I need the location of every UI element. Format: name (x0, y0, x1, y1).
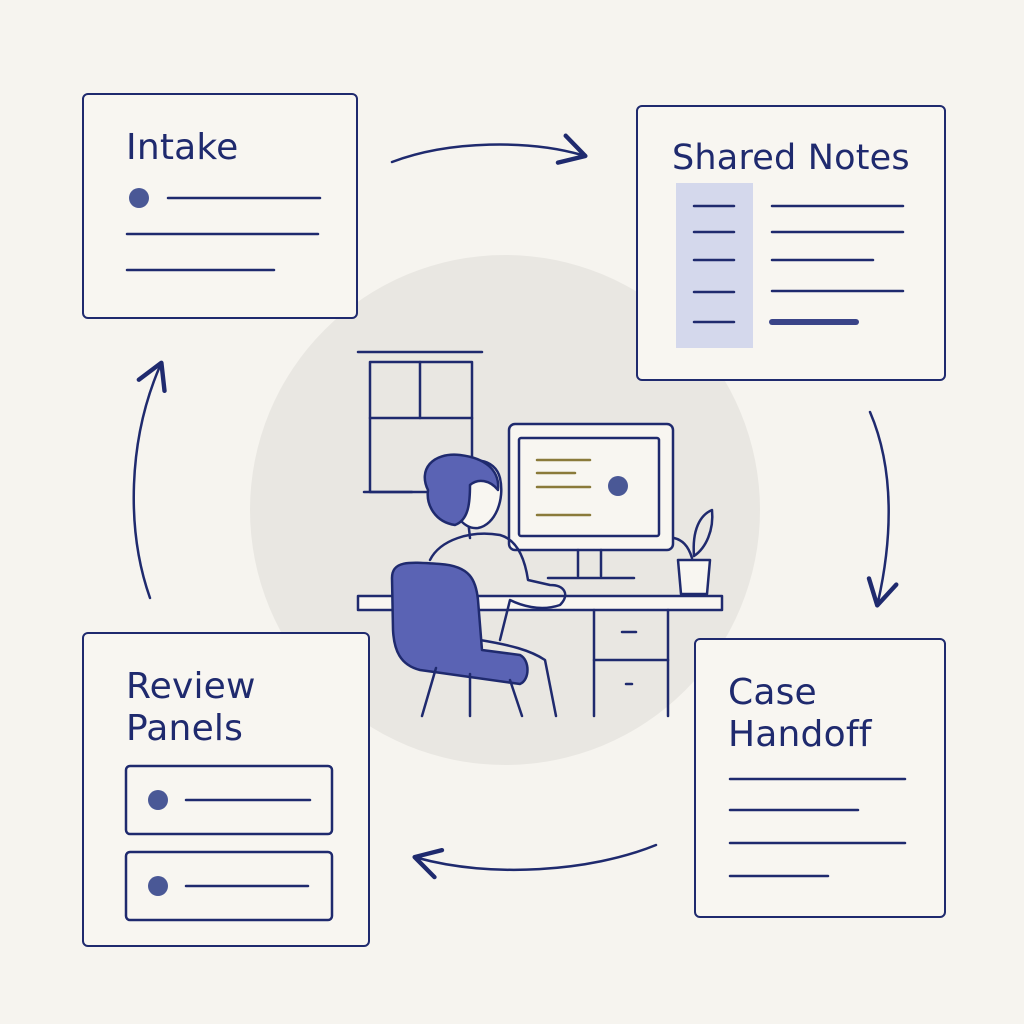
arrow-shared-notes-to-case-handoff (866, 410, 899, 608)
plant-icon (672, 508, 714, 596)
backdrop-circle (250, 255, 760, 765)
arrow-intake-to-shared-notes (390, 133, 588, 165)
intake-card-title: Intake (126, 127, 239, 168)
case-handoff-card: Case Handoff (694, 638, 946, 918)
review-panels-card: Review Panels (82, 632, 370, 947)
monitor-icon (507, 422, 675, 580)
window-icon (356, 350, 484, 494)
shared-notes-card-title: Shared Notes (672, 138, 910, 178)
shared-notes-card: Shared Notes (636, 105, 946, 381)
arrow-case-handoff-to-review-panels (412, 843, 658, 880)
person-at-desk-illustration (356, 350, 724, 718)
arrow-review-panels-to-intake (132, 360, 167, 600)
person (423, 453, 567, 718)
review-panels-card-title: Review Panels (126, 666, 256, 749)
chair-icon (390, 561, 529, 718)
intake-card: Intake (82, 93, 358, 319)
case-handoff-card-title: Case Handoff (728, 672, 872, 755)
